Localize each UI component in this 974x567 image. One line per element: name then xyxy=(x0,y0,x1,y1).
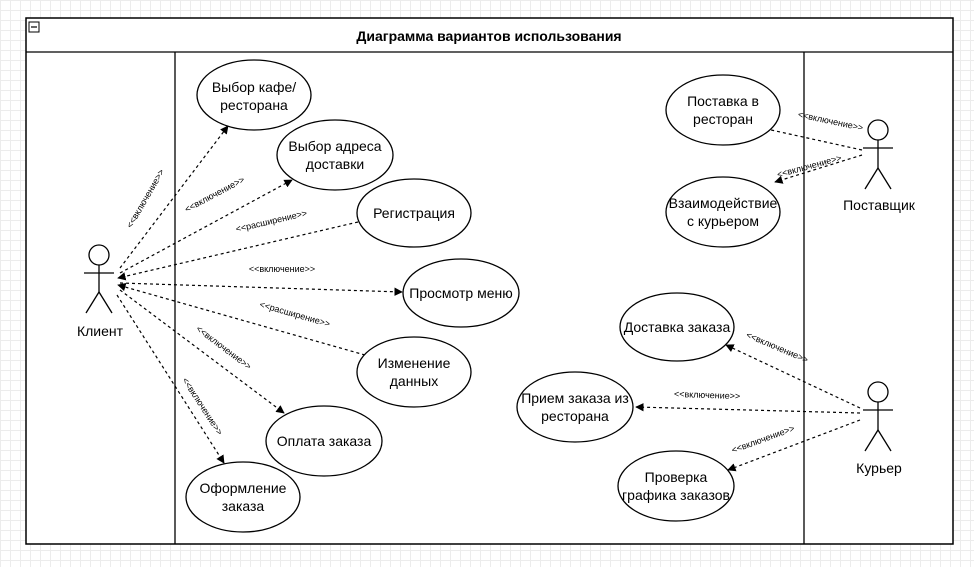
use-case-view-menu[interactable]: Просмотр меню xyxy=(402,258,520,328)
use-case-payment[interactable]: Оплата заказа xyxy=(265,405,383,477)
use-case-label: с курьером xyxy=(687,213,759,229)
use-case-label: Поставка в xyxy=(687,93,759,109)
use-case-label: Оформление xyxy=(200,480,287,496)
use-case-label: Оплата заказа xyxy=(277,433,372,449)
actor-courier[interactable]: Курьер xyxy=(856,381,902,476)
rel-label-include: <<включение>> xyxy=(249,264,315,274)
use-case-order-delivery[interactable]: Доставка заказа xyxy=(619,292,735,362)
rel-courier-order-delivery xyxy=(725,344,861,409)
use-case-label: ресторана xyxy=(541,408,609,424)
use-case-interaction-courier[interactable]: Взаимодействие с курьером xyxy=(665,176,781,248)
actor-label: Поставщик xyxy=(843,197,916,213)
use-case-label: Регистрация xyxy=(373,205,455,221)
actor-label: Курьер xyxy=(856,460,902,476)
use-case-label: Просмотр меню xyxy=(409,285,512,301)
use-case-label: Изменение xyxy=(378,355,451,371)
use-case-label: Прием заказа из xyxy=(521,390,629,406)
stick-figure-icon xyxy=(863,119,893,190)
rel-supplier-delivery xyxy=(752,123,863,151)
use-case-choose-cafe[interactable]: Выбор кафе/ресторана xyxy=(196,59,312,131)
rel-client-view-menu xyxy=(119,282,403,296)
use-case-check-schedule[interactable]: Проверка графика заказов xyxy=(617,450,735,522)
stick-figure-icon xyxy=(863,381,893,452)
use-case-label: Проверка xyxy=(645,469,708,485)
use-case-label: Доставка заказа xyxy=(624,319,731,335)
use-case-delivery-to-restaurant[interactable]: Поставка в ресторан xyxy=(665,74,781,146)
use-case-label: заказа xyxy=(222,498,265,514)
use-case-checkout[interactable]: Оформление заказа xyxy=(185,461,301,533)
svg-text:Просмотр меню: Просмотр меню xyxy=(409,285,512,301)
actor-supplier[interactable]: Поставщик xyxy=(843,119,916,213)
diagram-title: Диаграмма вариантов использования xyxy=(356,28,621,44)
use-case-receive-order[interactable]: Прием заказа из ресторана xyxy=(516,371,634,443)
rel-client-choose-address xyxy=(119,179,293,274)
use-case-label: графика заказов xyxy=(622,487,730,503)
use-case-registration[interactable]: Регистрация xyxy=(356,178,472,248)
rel-courier-receive-order xyxy=(635,403,861,414)
svg-text:Выбор кафе/ресторана: Выбор кафе/ресторана xyxy=(212,79,296,113)
actor-client[interactable]: Клиент xyxy=(77,244,124,339)
use-case-label: Взаимодействие xyxy=(669,195,778,211)
relationship-lines xyxy=(116,123,863,472)
use-case-label: ресторан xyxy=(693,111,753,127)
svg-text:Доставка заказа: Доставка заказа xyxy=(624,319,731,335)
rel-client-payment xyxy=(119,289,285,414)
use-case-label: данных xyxy=(390,373,438,389)
rel-change-data-client xyxy=(117,283,366,356)
svg-text:Оплата заказа: Оплата заказа xyxy=(277,433,372,449)
svg-text:Регистрация: Регистрация xyxy=(373,205,455,221)
use-case-change-data[interactable]: Изменение данных xyxy=(356,336,472,408)
use-case-label: Выбор адреса xyxy=(288,138,381,154)
rel-label-include: <<включение>> xyxy=(674,389,741,401)
stick-figure-icon xyxy=(84,244,114,314)
use-case-label: Выбор кафе/ xyxy=(212,79,296,95)
use-case-choose-address[interactable]: Выбор адреса доставки xyxy=(276,119,394,191)
actor-label: Клиент xyxy=(77,323,124,339)
use-case-label: ресторана xyxy=(220,97,288,113)
rel-registration-client xyxy=(117,221,359,281)
use-case-label: доставки xyxy=(306,156,364,172)
